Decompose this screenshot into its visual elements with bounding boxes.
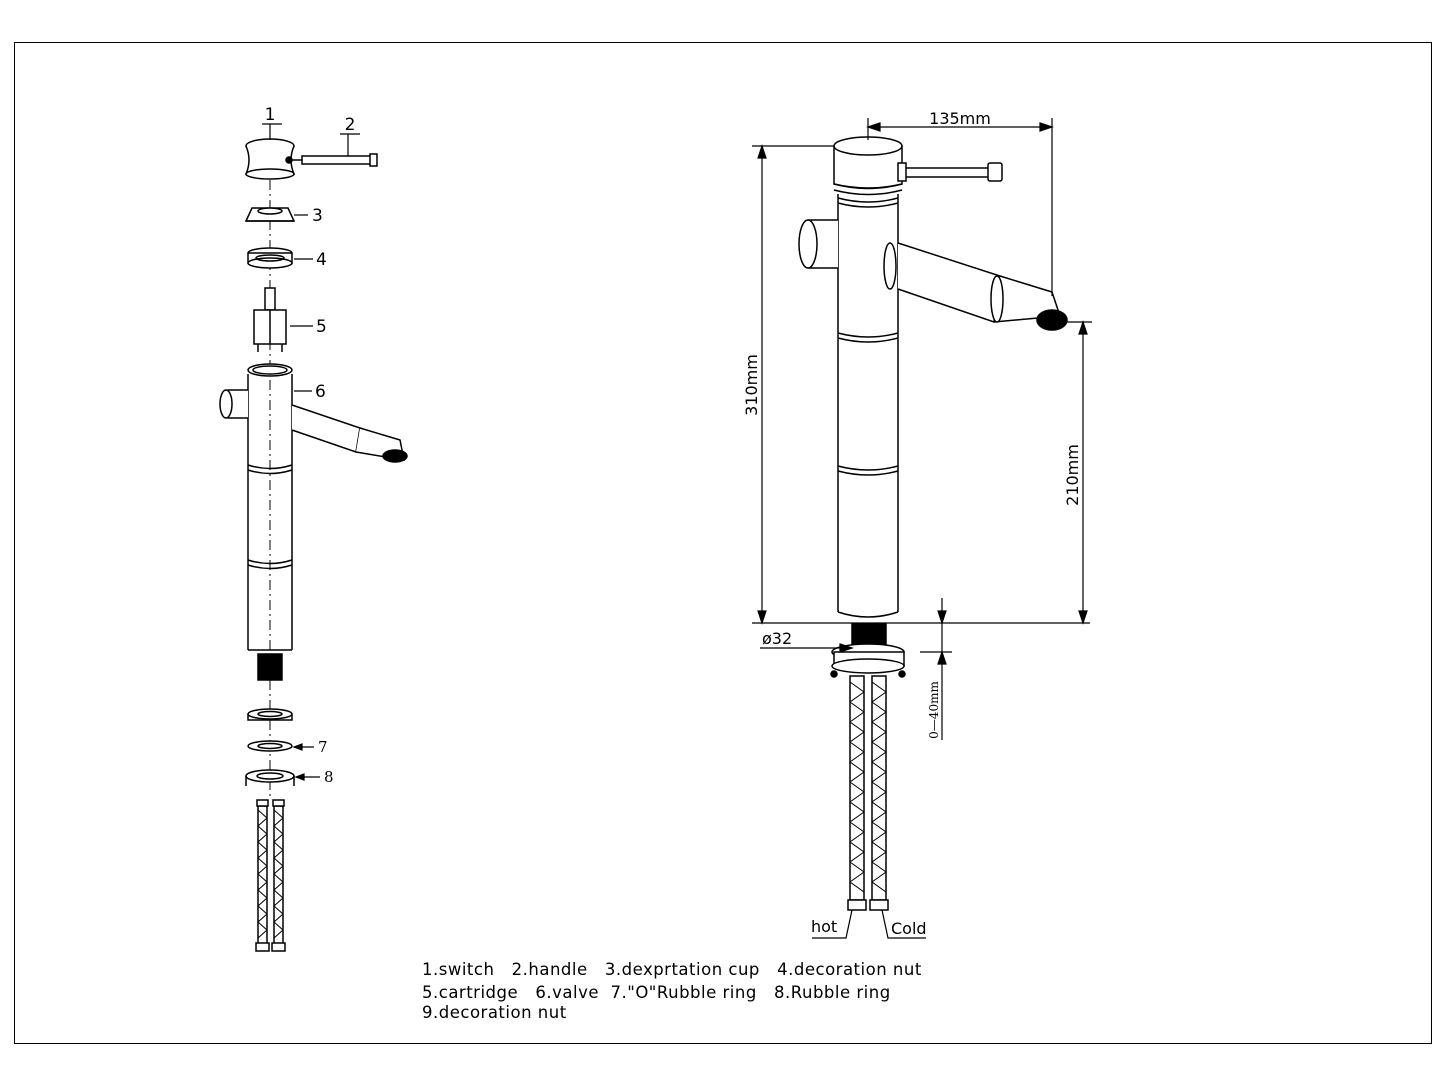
dim-deck-range-label: 0—40mm [927,681,941,739]
callout-8: 8 [324,768,334,786]
legend-line-2: 5.cartridge 6.valve 7."O"Rubble ring 8.R… [422,983,891,1002]
cup-part [244,207,296,222]
dim-spout-height-label: 210mm [1063,444,1082,506]
dim-height-label: 310mm [742,354,761,416]
callout-2: 2 [345,115,356,135]
cartridge-part [253,287,287,352]
valve-body [219,363,408,651]
drawing-frame [14,42,1432,1044]
faucet-assembled [798,136,1068,939]
legend-line-1: 1.switch 2.handle 3.dexprtation cup 4.de… [422,960,922,979]
callout-7: 7 [318,738,328,756]
hose-cold-label: Cold [891,919,927,938]
decoration-nut-part [247,247,293,269]
callout-3: 3 [312,206,323,226]
switch-part [244,138,296,180]
dim-width-label: 135mm [929,109,991,128]
hoses-exploded [255,799,286,952]
dimension-lines [752,118,1092,740]
callout-leaders [262,123,360,781]
thread-part [257,653,283,681]
callout-1: 1 [265,105,276,125]
rubble-ring-washers [245,708,295,786]
callout-6: 6 [315,382,326,402]
handle-part [292,153,378,167]
hose-hot-label: hot [811,917,837,936]
callout-4: 4 [316,250,327,270]
dim-diameter-label: ø32 [762,629,792,648]
legend-line-3: 9.decoration nut [422,1003,567,1022]
callout-5: 5 [316,317,327,337]
